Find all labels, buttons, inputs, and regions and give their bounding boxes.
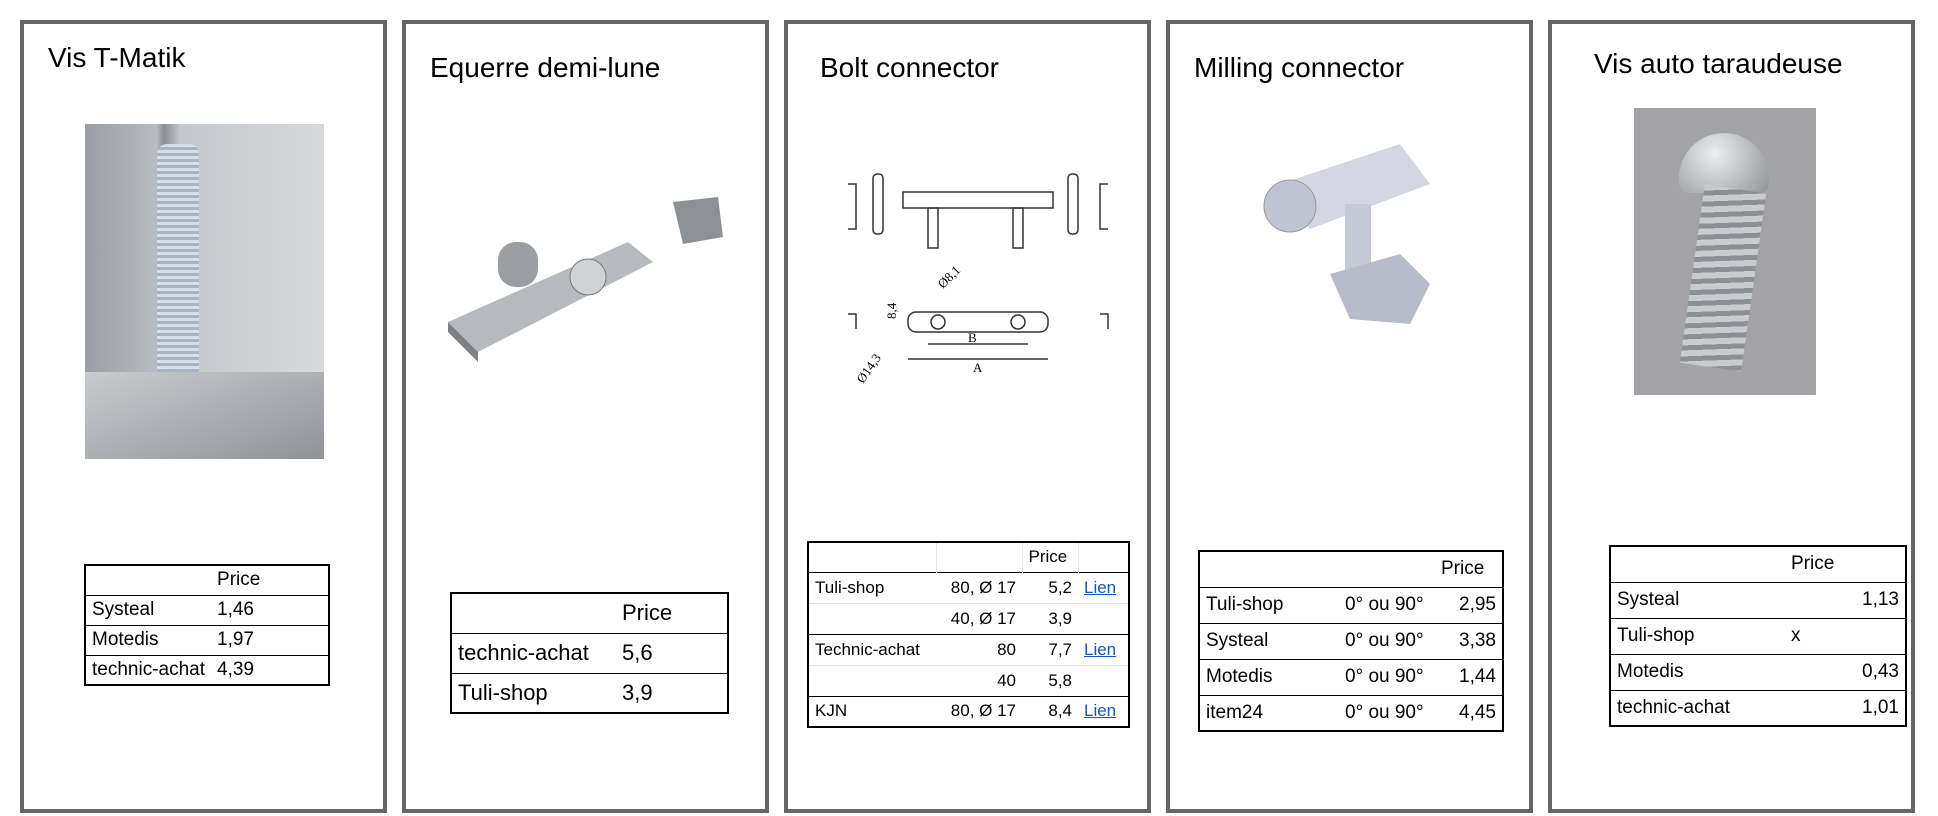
- vendor: Technic-achat: [808, 633, 936, 665]
- price: 5,2: [1022, 571, 1078, 603]
- price: 8,4: [1022, 695, 1078, 727]
- vendor: Motedis: [1199, 658, 1339, 695]
- price: x: [1785, 617, 1906, 654]
- vendor: Tuli-shop: [808, 571, 936, 603]
- angle: 0° ou 90°: [1339, 658, 1435, 695]
- product-image: [1634, 108, 1816, 395]
- product-title: Bolt connector: [820, 52, 999, 83]
- price: 5,6: [616, 632, 728, 673]
- variant: 40, Ø 17: [936, 602, 1022, 634]
- lien-link[interactable]: Lien: [1084, 577, 1117, 597]
- angle: 0° ou 90°: [1339, 586, 1435, 623]
- angle: 0° ou 90°: [1339, 694, 1435, 731]
- price: 5,8: [1022, 664, 1078, 696]
- technical-drawing: B A Ø8,1 Ø14,3 8,4: [848, 173, 1109, 384]
- price: 1,13: [1785, 581, 1906, 618]
- variant: 80, Ø 17: [936, 695, 1022, 727]
- price: 3,38: [1435, 622, 1503, 659]
- column-header: Price: [622, 600, 673, 626]
- price: 4,39: [211, 654, 329, 685]
- vendor: Systeal: [85, 594, 212, 625]
- price: 3,9: [1022, 602, 1078, 634]
- angle: 0° ou 90°: [1339, 622, 1435, 659]
- price: 1,01: [1785, 689, 1906, 726]
- vendor: Tuli-shop: [1610, 617, 1785, 654]
- product-image: [448, 197, 723, 362]
- variant: 80, Ø 17: [936, 571, 1022, 603]
- vendor: Tuli-shop: [451, 672, 616, 713]
- variant: 80: [936, 633, 1022, 665]
- price: 1,44: [1435, 658, 1503, 695]
- dimension-label: Ø8,1: [935, 262, 964, 291]
- price: 4,45: [1435, 694, 1503, 731]
- vendor: KJN: [808, 695, 936, 727]
- price: 1,46: [211, 594, 329, 625]
- product-card-bolt-connector: Bolt connector B A Ø8,1 Ø14,3 8,4 Price …: [784, 20, 1151, 813]
- variant: 40: [936, 664, 1022, 696]
- vendor: Motedis: [1610, 653, 1785, 690]
- lien-link[interactable]: Lien: [1084, 639, 1117, 659]
- column-header: Price: [1021, 542, 1078, 572]
- price: 0,43: [1785, 653, 1906, 690]
- column-header: Price: [1791, 553, 1835, 575]
- product-image: [1263, 144, 1430, 324]
- dimension-label: B: [968, 330, 977, 345]
- product-title: Equerre demi-lune: [430, 52, 661, 83]
- vendor: Motedis: [85, 624, 212, 655]
- price: 2,95: [1435, 586, 1503, 623]
- lien-link[interactable]: Lien: [1084, 701, 1117, 721]
- dimension-label: 8,4: [884, 302, 899, 319]
- column-header: Price: [1441, 558, 1485, 580]
- price: 3,9: [616, 672, 728, 713]
- price: 1,97: [211, 624, 329, 655]
- vendor: item24: [1199, 694, 1339, 731]
- vendor: Tuli-shop: [1199, 586, 1339, 623]
- dimension-label: A: [973, 360, 983, 375]
- column-header: Price: [217, 569, 261, 591]
- screw-shape: [157, 144, 199, 384]
- vendor: technic-achat: [1610, 689, 1785, 726]
- price: 7,7: [1022, 633, 1078, 665]
- product-title: Vis auto taraudeuse: [1594, 48, 1843, 79]
- product-title: Vis T-Matik: [48, 42, 186, 73]
- vendor: Systeal: [1199, 622, 1339, 659]
- vendor: Systeal: [1610, 581, 1785, 618]
- product-title: Milling connector: [1194, 52, 1405, 83]
- vendor: technic-achat: [85, 654, 212, 685]
- product-image: [85, 124, 324, 459]
- dimension-label: Ø14,3: [853, 351, 884, 384]
- vendor: technic-achat: [451, 632, 616, 673]
